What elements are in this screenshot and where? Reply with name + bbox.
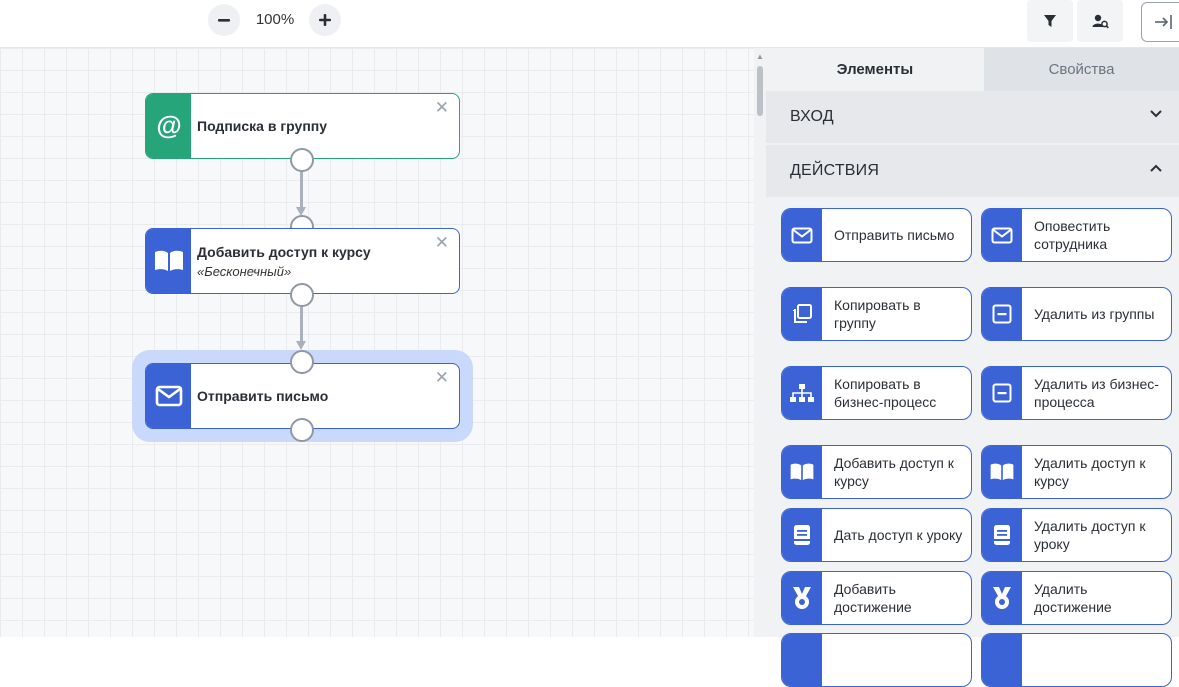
action-copy-to-business-process[interactable]: Копировать в бизнес-процесс (781, 366, 972, 420)
medal-icon (793, 587, 811, 609)
filter-button[interactable] (1027, 0, 1073, 42)
minus-square-icon (992, 383, 1012, 403)
action-remove-from-group[interactable]: Удалить из группы (981, 287, 1172, 341)
lesson-icon (794, 525, 810, 545)
elements-panel: Элементы Свойства ВХОД ДЕЙСТВИЯ Отправит… (766, 48, 1179, 687)
node-output-port[interactable] (290, 148, 314, 172)
plus-icon (319, 14, 331, 26)
user-search-icon (1092, 14, 1109, 28)
action-label: Копировать в бизнес-процесс (834, 376, 937, 410)
action-add-course-access[interactable]: Добавить доступ к курсу (781, 445, 972, 499)
chevron-up-icon (1150, 164, 1162, 172)
book-icon (154, 250, 183, 271)
action-label: Добавить достижение (834, 581, 912, 615)
connector-arrow-icon (296, 341, 306, 350)
zoom-out-button[interactable] (208, 4, 240, 36)
minus-square-icon (992, 304, 1012, 324)
action-card-partial[interactable] (781, 633, 972, 687)
action-card-partial[interactable] (981, 633, 1172, 687)
node-title: Подписка в группу (197, 118, 328, 134)
action-send-email[interactable]: Отправить письмо (781, 208, 972, 262)
node-output-port[interactable] (290, 283, 314, 307)
filter-icon (1044, 15, 1056, 27)
action-add-achievement[interactable]: Добавить достижение (781, 571, 972, 625)
flow-node-subscribe-group[interactable]: @ Подписка в группу ✕ (145, 93, 460, 159)
action-notify-employee[interactable]: Оповестить сотрудника (981, 208, 1172, 262)
connector-line (300, 172, 303, 208)
tab-properties[interactable]: Свойства (984, 48, 1179, 91)
top-toolbar: 100% (0, 0, 1179, 48)
medal-icon (993, 587, 1011, 609)
action-label: Оповестить сотрудника (1034, 218, 1111, 252)
envelope-icon (791, 227, 813, 243)
collapse-panel-icon (1155, 15, 1172, 29)
action-remove-lesson-access[interactable]: Удалить доступ к уроку (981, 508, 1172, 562)
chevron-down-icon (1150, 110, 1162, 118)
node-icon-box (146, 229, 191, 293)
envelope-icon (155, 385, 182, 407)
close-icon[interactable]: ✕ (434, 233, 449, 252)
scroll-up-arrow-icon[interactable]: ▲ (756, 52, 764, 61)
node-icon-box: @ (146, 94, 191, 158)
scrollbar-thumb[interactable] (757, 66, 763, 116)
action-label: Удалить доступ к уроку (1034, 518, 1146, 552)
node-output-port[interactable] (290, 418, 314, 442)
action-remove-from-business-process[interactable]: Удалить из бизнес-процесса (981, 366, 1172, 420)
node-title: Добавить доступ к курсу (197, 243, 371, 260)
node-icon-box (146, 364, 191, 428)
book-icon (790, 463, 814, 481)
envelope-icon (991, 227, 1013, 243)
user-search-button[interactable] (1077, 0, 1123, 42)
close-icon[interactable]: ✕ (434, 98, 449, 117)
tab-elements[interactable]: Элементы (766, 48, 984, 91)
minus-icon (218, 19, 230, 22)
zoom-level: 100% (255, 11, 295, 28)
node-subtitle: «Бесконечный» (197, 263, 292, 279)
flow-canvas[interactable] (0, 48, 754, 637)
action-label: Удалить доступ к курсу (1034, 455, 1146, 489)
action-remove-course-access[interactable]: Удалить доступ к курсу (981, 445, 1172, 499)
action-label: Копировать в группу (834, 297, 921, 331)
book-icon (990, 463, 1014, 481)
zoom-in-button[interactable] (309, 4, 341, 36)
panel-tabs: Элементы Свойства (766, 48, 1179, 91)
node-title: Отправить письмо (197, 388, 329, 404)
action-label: Удалить из бизнес-процесса (1034, 376, 1159, 410)
at-sign-icon: @ (156, 113, 181, 139)
lesson-icon (994, 525, 1010, 545)
action-copy-to-group[interactable]: Копировать в группу (781, 287, 972, 341)
node-input-port[interactable] (290, 350, 314, 374)
action-remove-achievement[interactable]: Удалить достижение (981, 571, 1172, 625)
action-label: Отправить письмо (834, 227, 955, 243)
action-label: Удалить достижение (1034, 581, 1112, 615)
close-icon[interactable]: ✕ (434, 368, 449, 387)
action-give-lesson-access[interactable]: Дать доступ к уроку (781, 508, 972, 562)
section-actions[interactable]: ДЕЙСТВИЯ (766, 145, 1179, 197)
collapse-panel-button[interactable] (1141, 2, 1179, 42)
svg-text:@: @ (156, 113, 181, 139)
canvas-scrollbar[interactable]: ▲ (754, 48, 766, 637)
action-label: Дать доступ к уроку (834, 527, 963, 543)
action-label: Добавить доступ к курсу (834, 455, 954, 489)
action-label: Удалить из группы (1034, 306, 1155, 322)
section-label: ВХОД (790, 108, 834, 125)
section-label: ДЕЙСТВИЯ (790, 162, 880, 179)
connector-arrow-icon (296, 207, 306, 216)
section-entry[interactable]: ВХОД (766, 91, 1179, 143)
connector-line (300, 307, 303, 342)
hierarchy-icon (790, 384, 814, 402)
copy-icon (793, 304, 812, 323)
